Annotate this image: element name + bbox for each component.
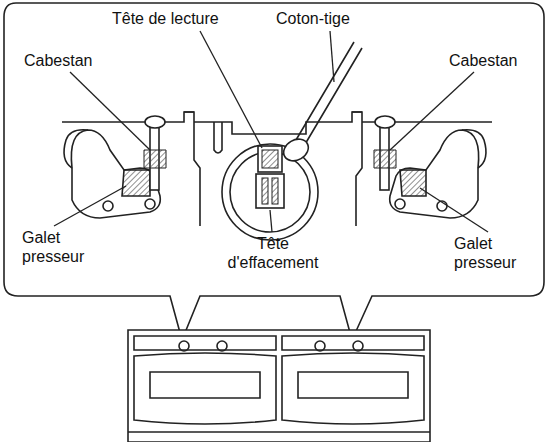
part-label: Cabestan	[24, 51, 124, 70]
part-label: Galet presseur	[454, 234, 534, 272]
part-label: Galet presseur	[22, 228, 102, 266]
part-label: Coton-tige	[276, 9, 396, 28]
part-label: Tête d'effacement	[218, 234, 328, 272]
part-label: Tête de lecture	[112, 9, 262, 28]
part-label: Cabestan	[449, 51, 545, 70]
